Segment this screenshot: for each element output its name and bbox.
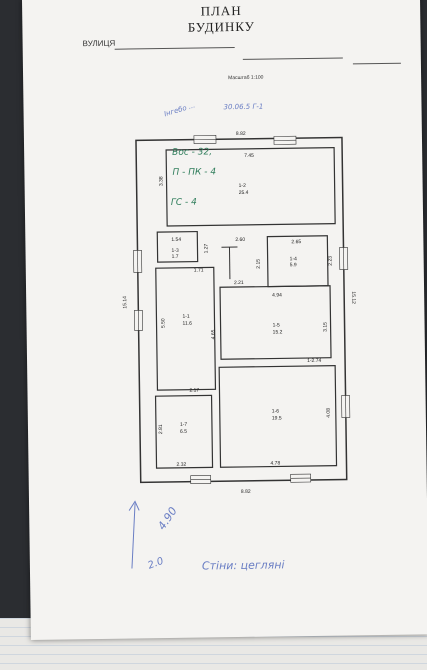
room-area-1-1: 11.6 (182, 321, 192, 327)
room-1-6-wall (218, 365, 338, 468)
dim-260: 2.60 (235, 237, 245, 243)
room-id-1-5: 1-5 (273, 322, 281, 328)
dim-465: 4.65 (211, 329, 217, 339)
dim-outer-right: 15.12 (350, 291, 356, 304)
room-id-1-4: 1-4 (290, 256, 298, 262)
room-area-1-6: 19.5 (272, 415, 282, 421)
dim-127: 1.27 (203, 243, 209, 253)
dim-550: 5.50 (160, 318, 166, 328)
dim-left-top: 3.38 (158, 176, 164, 186)
dim-494: 4.94 (272, 292, 282, 298)
dim-281: 2.81 (158, 424, 164, 434)
handwritten-b: Вос - 32, (172, 147, 213, 158)
height-arrow (131, 503, 136, 569)
room-1-5-wall (219, 285, 332, 360)
room-1-3-wall (156, 230, 199, 263)
room-1-2-wall (165, 147, 336, 227)
dim-outer-bottom: 8.82 (241, 489, 251, 495)
handwritten-p: П - ПК - 4 (172, 167, 217, 178)
dim-408: 4.08 (326, 408, 332, 418)
room-id-1-3: 1-3 (171, 248, 179, 254)
room-area-1-2: 25.4 (239, 190, 249, 196)
dim-outer-top: 8.82 (236, 131, 246, 137)
room-id-1-7: 1-7 (180, 422, 188, 428)
dim-223: 2.23 (328, 256, 334, 266)
room-id-1-6: 1-6 (272, 408, 280, 414)
dim-215: 2.15 (256, 259, 262, 269)
floor-plan: 8.82 8.82 15.14 15.12 7.45 3.38 1.54 1.2… (122, 131, 356, 569)
windows (133, 135, 351, 484)
dim-154: 1.54 (171, 237, 181, 243)
dim-outer-left: 15.14 (122, 296, 128, 309)
room-1-1-wall (155, 266, 217, 391)
room-area-1-7: 6.5 (180, 429, 187, 435)
dim-217: 2.17 (189, 388, 199, 394)
dim-265: 2.65 (291, 239, 301, 245)
dim-232: 2.32 (176, 462, 186, 468)
room-area-1-3: 1.7 (172, 254, 179, 260)
handwritten-g: ГС - 4 (170, 197, 197, 208)
room-id-1-2: 1-2 (239, 183, 247, 189)
room-1-7-wall (154, 394, 214, 469)
handwritten-walls: Стіни: цегляні (201, 558, 285, 573)
room-area-1-4: 5.9 (290, 262, 297, 268)
room-id-1-1: 1-1 (182, 314, 190, 320)
dim-171: 1.71 (194, 267, 204, 273)
dim-274: 1-2.74 (307, 358, 321, 364)
dim-315: 3.15 (323, 322, 329, 332)
dim-top-inner: 7.45 (244, 153, 254, 159)
room-area-1-5: 15.2 (273, 329, 283, 335)
document-page: ПЛАН БУДИНКУ ВУЛИЦЯ Масштаб 1:100 Інгебо… (22, 0, 427, 640)
dim-221: 2.21 (234, 280, 244, 286)
dim-478: 4.78 (270, 460, 280, 466)
